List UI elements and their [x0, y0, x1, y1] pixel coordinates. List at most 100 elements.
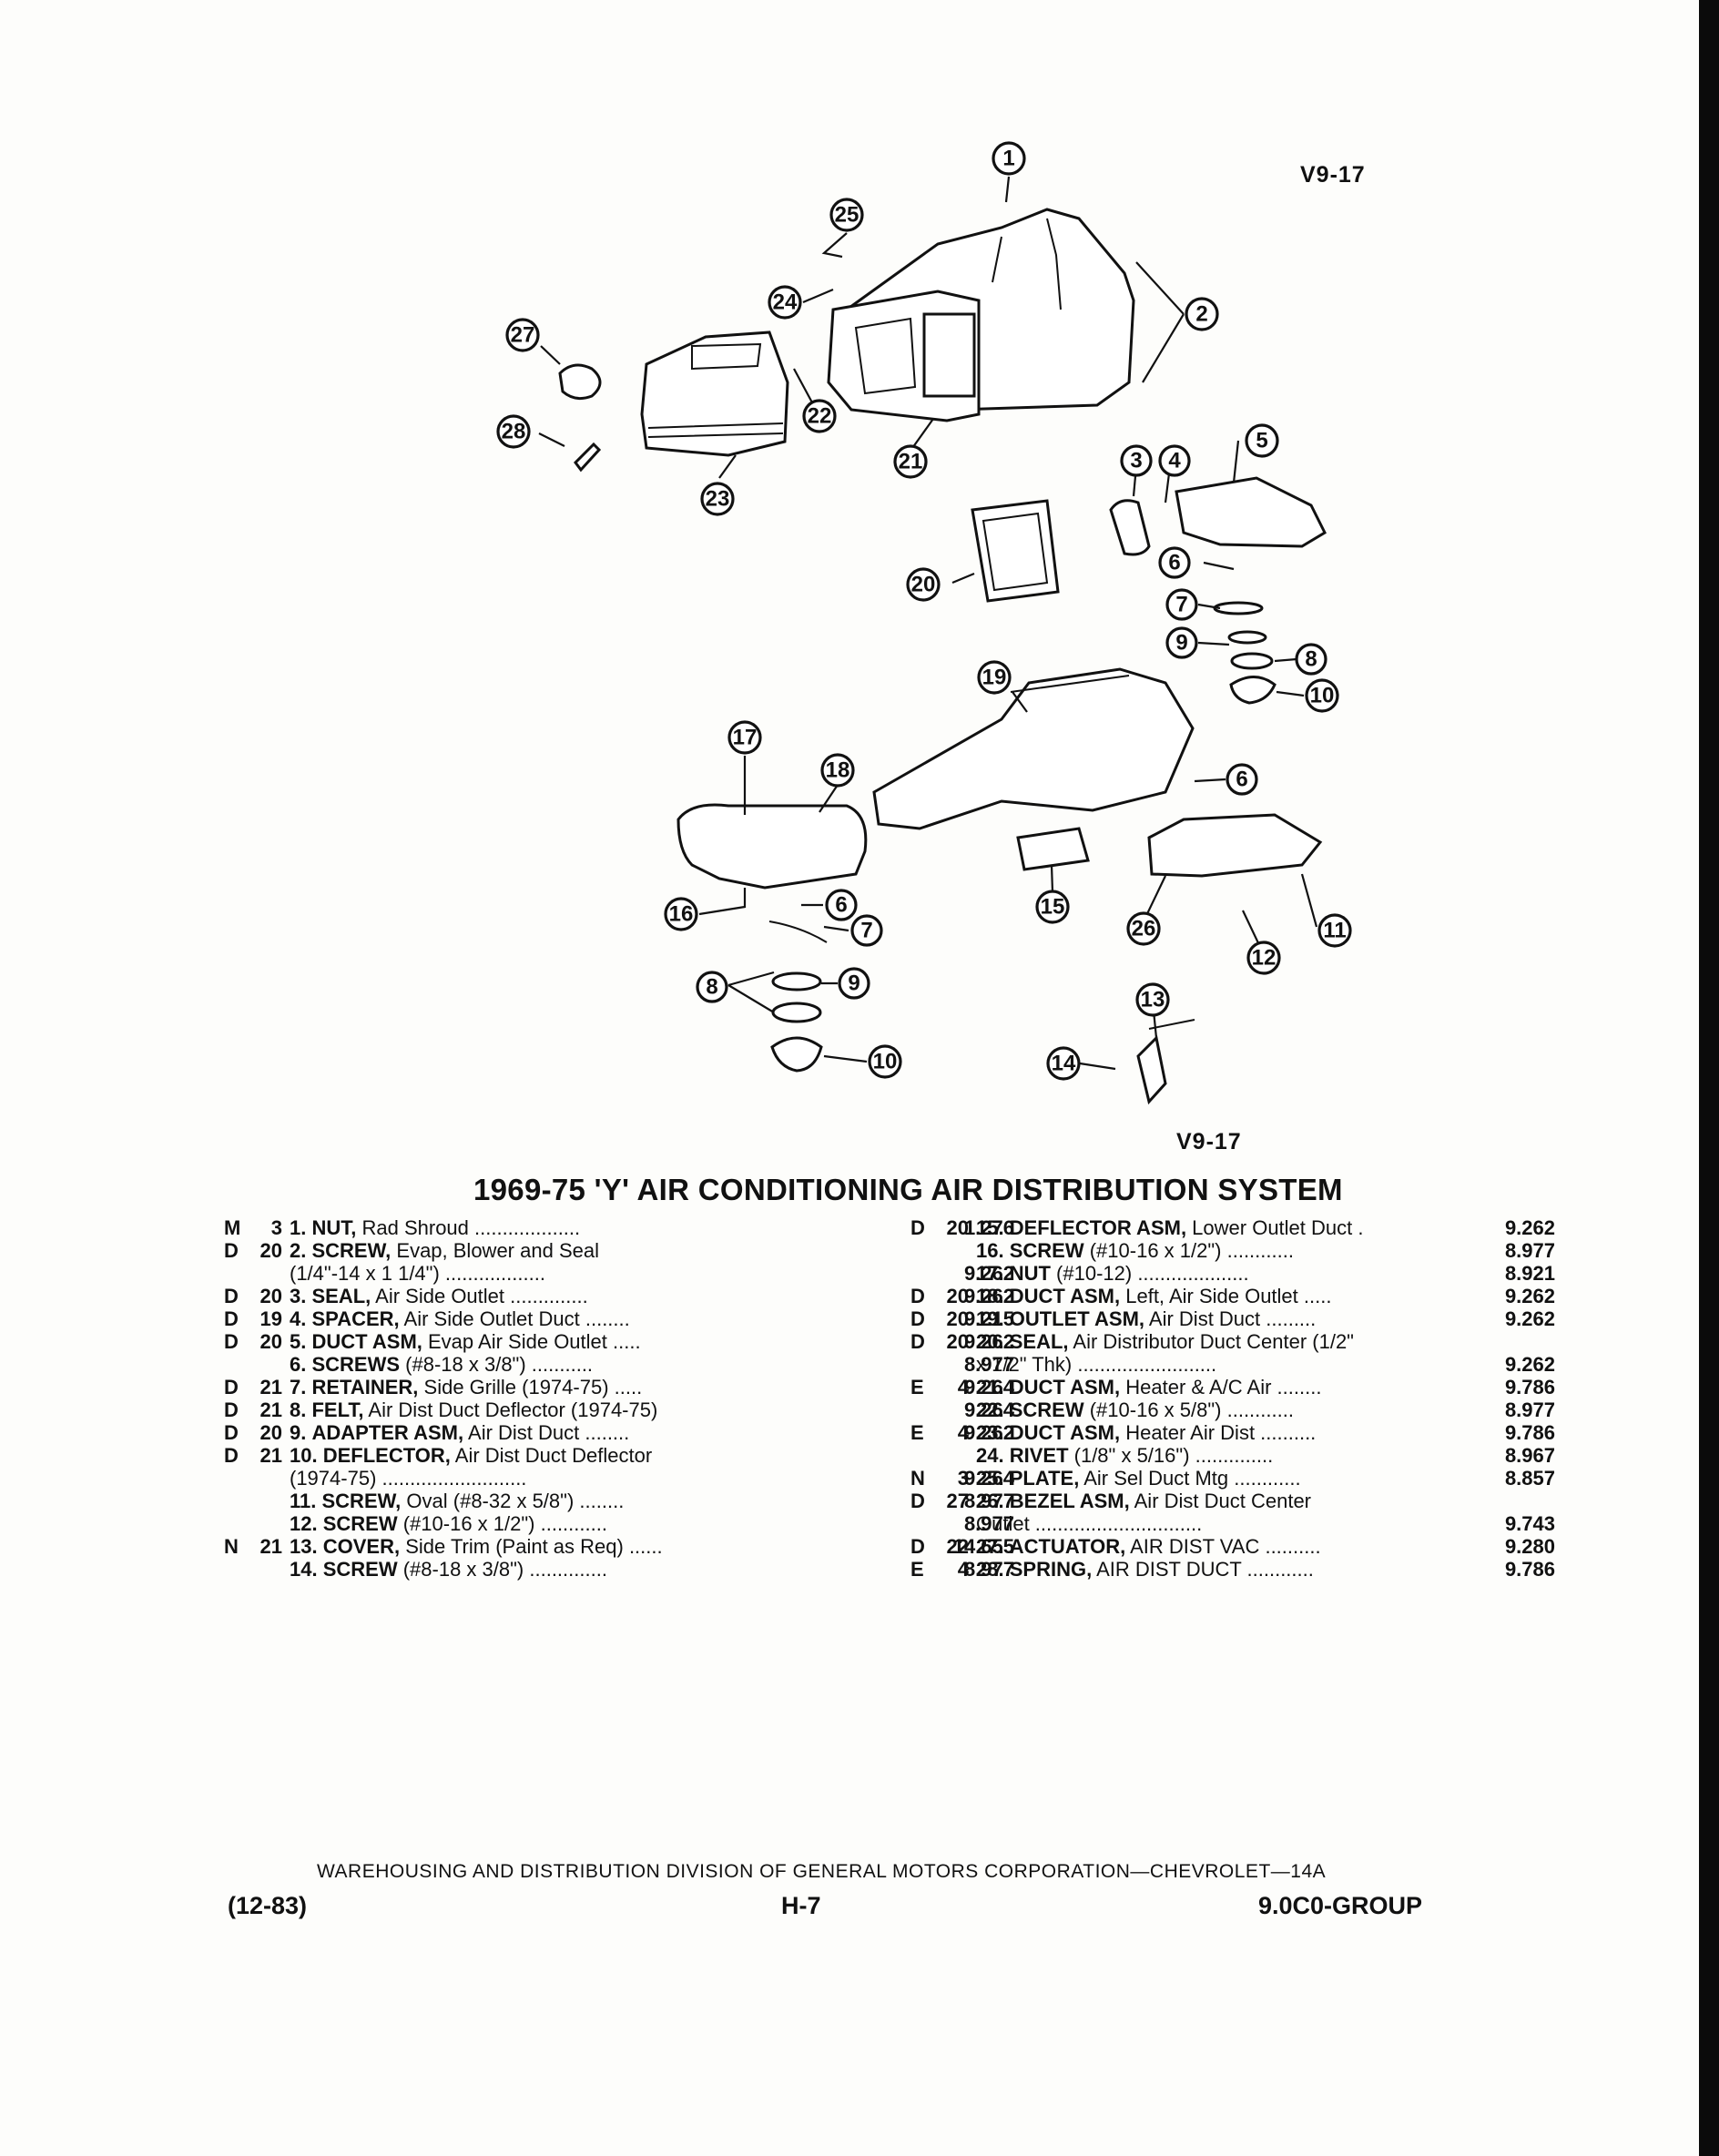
part-description: Outlet .............................. [976, 1512, 1449, 1535]
svg-text:10: 10 [1310, 684, 1335, 708]
part-description: 1. NUT, Rad Shroud ................... [290, 1216, 982, 1239]
part-description: 21. DUCT ASM, Heater & A/C Air ........ [976, 1376, 1449, 1398]
svg-text:10: 10 [873, 1050, 898, 1074]
svg-text:20: 20 [911, 573, 936, 597]
svg-text:21: 21 [899, 450, 923, 474]
code-number: 21 [259, 1376, 282, 1398]
callout-27: 27 [505, 318, 540, 352]
part-description: 20. SEAL, Air Distributor Duct Center (1… [976, 1330, 1449, 1353]
part-detail: Air Distributor Duct Center (1/2" [1068, 1330, 1354, 1353]
item-number: 12. [290, 1512, 318, 1535]
diagram-code-bottom: V9-17 [1176, 1129, 1242, 1154]
part-description: 11. SCREW, Oval (#8-32 x 5/8") ........ [290, 1490, 982, 1512]
part-description: 9. ADAPTER ASM, Air Dist Duct ........ [290, 1421, 982, 1444]
part-description: 3. SEAL, Air Side Outlet .............. [290, 1285, 982, 1307]
part-detail: (#10-16 x 1/2") ............ [1083, 1239, 1294, 1262]
item-number: 1. [290, 1216, 307, 1239]
code-number: 4 [957, 1558, 969, 1581]
part-description: 17. NUT (#10-12) .................... [976, 1262, 1449, 1285]
code-letter: M [224, 1216, 241, 1239]
group-number: 9.262 [1504, 1353, 1555, 1376]
callout-26: 26 [1126, 911, 1161, 946]
part-name: SCREW [322, 1558, 398, 1581]
part-detail: Lower Outlet Duct . [1186, 1216, 1364, 1239]
callout-16: 16 [664, 897, 698, 931]
part-name: SPACER, [311, 1307, 400, 1330]
callout-3: 3 [1120, 444, 1153, 477]
part-name: OUTLET ASM, [1009, 1307, 1145, 1330]
part-description: 22. SCREW (#10-16 x 5/8") ............ [976, 1398, 1449, 1421]
part-name: RETAINER, [311, 1376, 419, 1398]
part-name: FELT, [311, 1398, 364, 1421]
svg-text:12: 12 [1252, 946, 1277, 971]
callout-28: 28 [496, 414, 531, 449]
footer-group: 9.0C0-GROUP [1258, 1892, 1423, 1919]
svg-text:6: 6 [1168, 551, 1180, 575]
group-number: 9.262 [963, 1262, 1014, 1285]
part-name: SPRING, [1009, 1558, 1093, 1581]
group-number: 9.262 [1504, 1216, 1555, 1239]
group-number: 8.977 [963, 1490, 1014, 1512]
item-number: 18. [976, 1285, 1004, 1307]
group-number: 9.262 [963, 1421, 1014, 1444]
code-letter: D [224, 1444, 239, 1467]
code-number: 21 [259, 1535, 282, 1558]
adapter-lower-part [771, 971, 822, 992]
scan-edge [1699, 0, 1719, 2156]
code-number: 20 [946, 1330, 969, 1353]
group-number: 9.264 [963, 1467, 1014, 1490]
svg-text:7: 7 [860, 919, 872, 943]
part-name: COVER, [322, 1535, 401, 1558]
callout-7: 7 [1165, 588, 1198, 621]
part-description: 15. DEFLECTOR ASM, Lower Outlet Duct . [976, 1216, 1449, 1239]
part-detail: AIR DIST DUCT ............ [1092, 1558, 1314, 1581]
item-number: 7. [290, 1376, 307, 1398]
code-number: 22 [946, 1535, 969, 1558]
actuator-part [558, 363, 602, 401]
code-letter: D [910, 1535, 925, 1558]
footer-date: (12-83) [228, 1892, 308, 1919]
callout-21: 21 [893, 444, 928, 479]
svg-text:14: 14 [1052, 1052, 1076, 1076]
code-letter: D [224, 1285, 239, 1307]
svg-text:9: 9 [848, 971, 860, 996]
svg-text:16: 16 [669, 902, 694, 927]
part-detail: Heater & A/C Air ........ [1120, 1376, 1322, 1398]
retainer-lower-part [768, 920, 828, 943]
code-number: 20 [259, 1285, 282, 1307]
callout-9: 9 [1165, 626, 1198, 659]
item-number: 16. [976, 1239, 1004, 1262]
code-letter: D [224, 1307, 239, 1330]
callout-6c: 6 [825, 889, 858, 921]
callout-11: 11 [1317, 913, 1352, 948]
outlet-asm-part [872, 667, 1195, 830]
code-letter: N [224, 1535, 239, 1558]
bezel-part [1147, 813, 1323, 878]
deflector-lower-part [770, 1036, 823, 1073]
part-name: SCREW [1009, 1239, 1084, 1262]
seal-outlet-part [1109, 499, 1151, 556]
item-number: 9. [290, 1421, 307, 1444]
svg-text:28: 28 [502, 420, 526, 444]
part-description: x 1/2" Thk) ......................... [976, 1353, 1449, 1376]
item-number: 23. [976, 1421, 1004, 1444]
footer-division: WAREHOUSING AND DISTRIBUTION DIVISION OF… [317, 1861, 1327, 1882]
code-letter: D [224, 1376, 239, 1398]
group-number: 9.262 [1504, 1285, 1555, 1307]
part-detail: (#8-18 x 3/8") ........... [400, 1353, 594, 1376]
part-detail: Air Dist Duct Center [1129, 1490, 1312, 1512]
callout-7b: 7 [850, 914, 883, 947]
part-detail: Outlet .............................. [976, 1512, 1203, 1535]
part-description: 5. DUCT ASM, Evap Air Side Outlet ..... [290, 1330, 982, 1353]
part-detail: (#10-16 x 5/8") ............ [1083, 1398, 1294, 1421]
code-number: 21 [259, 1398, 282, 1421]
code-number: 4 [957, 1421, 969, 1444]
callout-12: 12 [1246, 941, 1281, 975]
duct-evap-outlet-part [1175, 476, 1327, 548]
left-duct-part [676, 803, 868, 890]
svg-text:19: 19 [982, 666, 1007, 690]
code-letter: D [910, 1490, 925, 1512]
part-name: SEAL, [1009, 1330, 1069, 1353]
code-number: 4 [957, 1376, 969, 1398]
callout-20: 20 [906, 567, 941, 602]
